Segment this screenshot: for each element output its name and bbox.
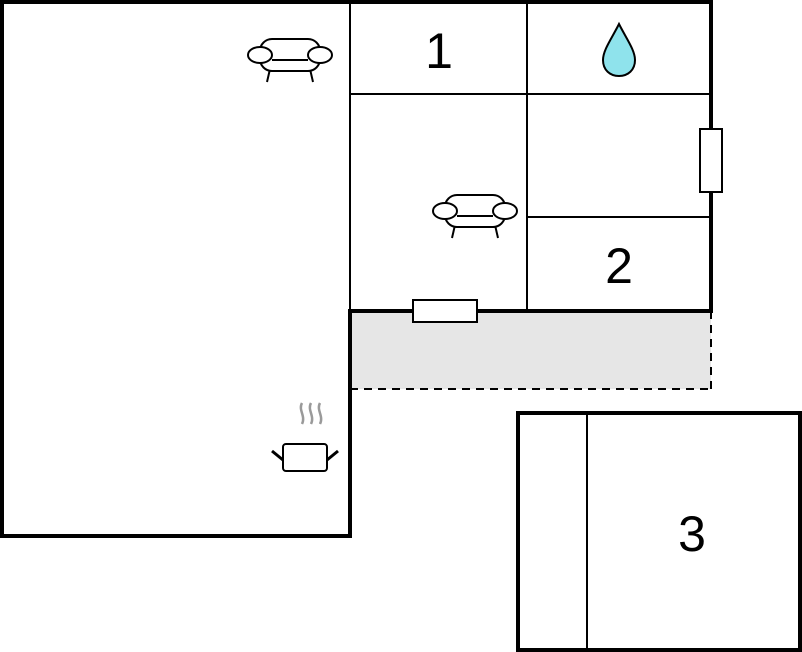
- steam-icon: [308, 402, 314, 425]
- water-drop-icon: [601, 21, 637, 78]
- annex-building: [516, 411, 802, 652]
- window-icon: [412, 299, 478, 323]
- annex-outer-wall: [516, 411, 802, 652]
- interior-walls: [349, 2, 711, 311]
- room-label-1: 1: [425, 23, 453, 79]
- sofa-icon: [432, 194, 518, 239]
- room-label-2: 2: [605, 238, 633, 294]
- terrace-area: [350, 311, 712, 390]
- window-icon: [699, 128, 723, 193]
- terrace-fill: [350, 311, 711, 389]
- steam-icon: [317, 402, 323, 425]
- sofa-icon: [247, 38, 333, 83]
- steam-icon: [299, 402, 305, 425]
- room-label-3: 3: [678, 506, 706, 562]
- cooking-pot-icon: [271, 402, 339, 472]
